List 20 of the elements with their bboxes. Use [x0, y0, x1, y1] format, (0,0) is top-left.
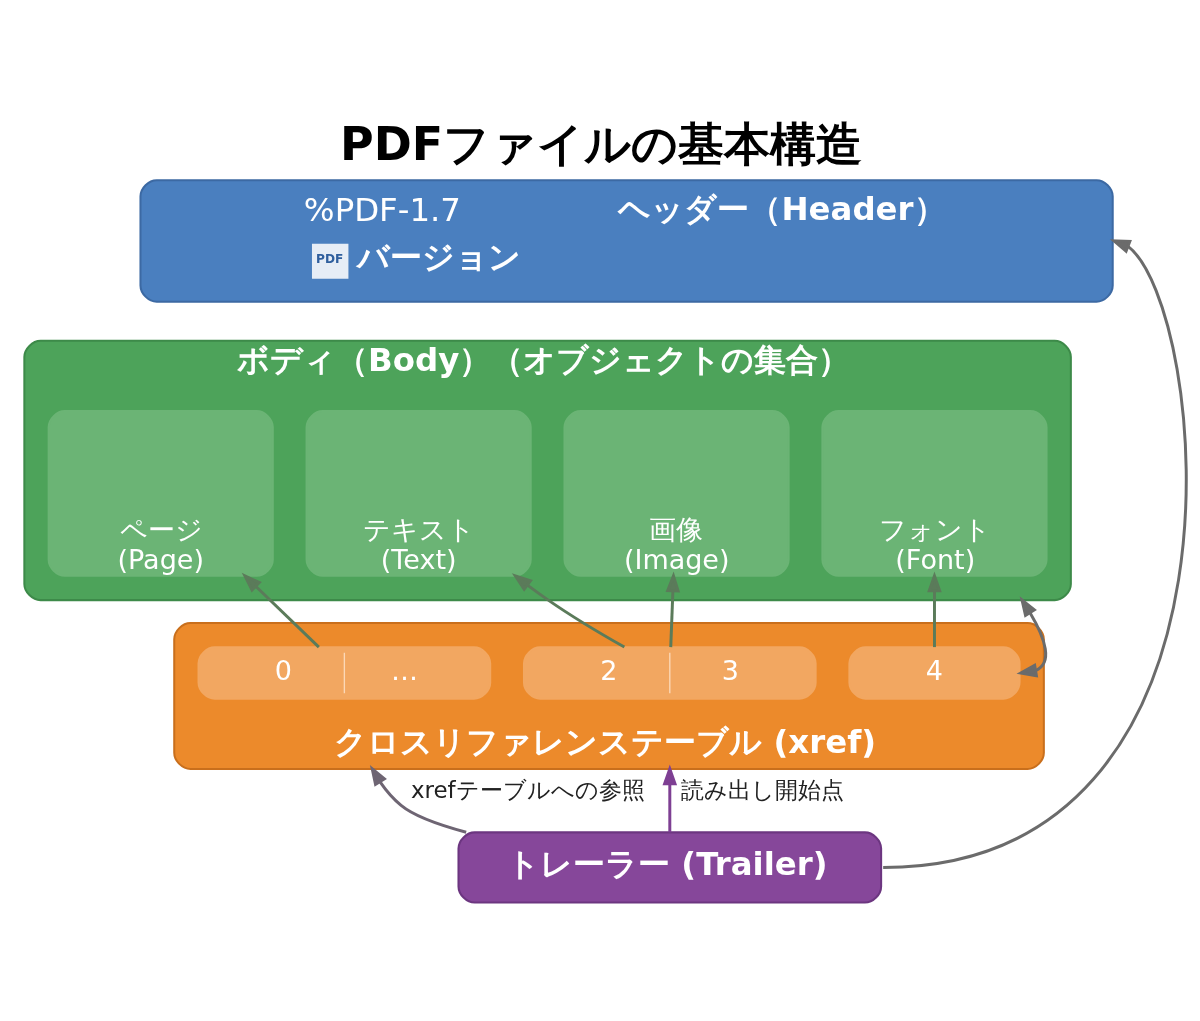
arrow — [662, 763, 678, 832]
node-box: トレーラー (Trailer) — [457, 830, 883, 904]
node-box: テキスト (Text) — [305, 409, 532, 577]
node-box: %PDF-1.7 ヘッダー（Header） PDF バージョン — [139, 178, 1114, 303]
node-box: 画像 (Image) — [563, 409, 790, 577]
edge-label: 読み出し開始点 — [680, 776, 844, 803]
diagram-title: PDFファイルの基本構造 — [340, 116, 863, 171]
arrow — [1016, 595, 1048, 677]
arrow — [369, 764, 467, 834]
arrow — [882, 238, 1188, 869]
node-box: 2 3 — [522, 645, 817, 700]
arrow — [665, 570, 681, 647]
arrow — [241, 572, 320, 648]
node-box: 0 … — [197, 645, 492, 700]
arrow — [927, 570, 942, 647]
node-box: フォント (Font) — [821, 409, 1048, 577]
arrow — [511, 572, 626, 648]
node-box: 4 — [848, 645, 1021, 700]
node-box: ページ (Page) — [47, 409, 274, 577]
edge-label: xrefテーブルへの参照 — [410, 776, 645, 803]
